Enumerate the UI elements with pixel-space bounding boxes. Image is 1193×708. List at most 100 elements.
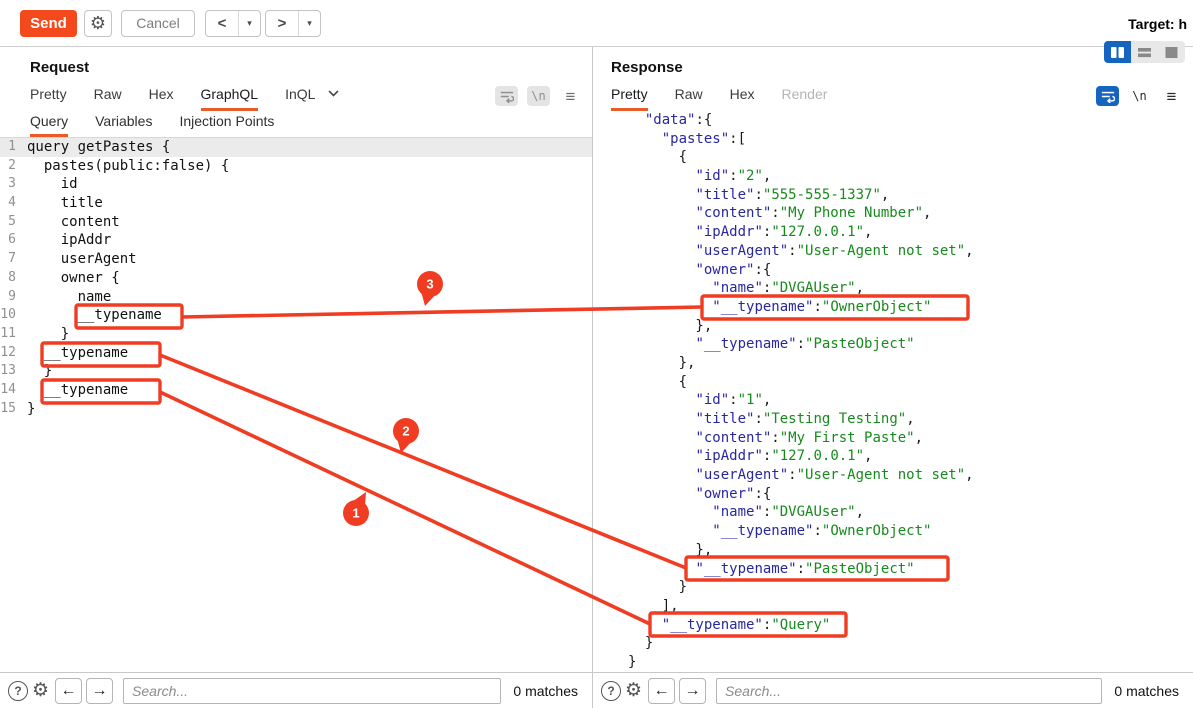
history-back-split-button: < ▾ (205, 9, 261, 37)
response-code-line: "userAgent":"User-Agent not set", (695, 242, 974, 259)
help-icon[interactable]: ? (8, 680, 28, 701)
layout-rows-button[interactable] (1131, 41, 1158, 63)
request-panel: Request Pretty Raw Hex GraphQL InQL \n ≡ (0, 47, 593, 672)
soft-wrap-icon[interactable] (1096, 86, 1119, 106)
response-code-line: "name":"DVGAUser", (712, 280, 865, 297)
tab-request-graphql[interactable]: GraphQL (200, 86, 259, 111)
request-code-line: 9 name (8, 288, 112, 305)
tab-request-pretty[interactable]: Pretty (30, 86, 67, 102)
response-code-line: ], (628, 597, 679, 614)
request-code-line: 13 } (0, 363, 53, 380)
response-code-line: }, (628, 354, 696, 371)
view-layout-switch (1104, 41, 1185, 63)
show-newlines-icon[interactable]: \n (1132, 89, 1147, 103)
search-bars: ? ⚙ ← → 0 matches ? ⚙ ← → 0 matches (0, 672, 1193, 708)
response-code-line: "title":"Testing Testing", (695, 411, 915, 427)
response-search-bar: ? ⚙ ← → 0 matches (593, 673, 1193, 708)
request-match-count: 0 matches (513, 682, 578, 699)
subtab-variables[interactable]: Variables (95, 113, 153, 129)
layout-columns-button[interactable] (1104, 41, 1131, 63)
gear-icon: ⚙ (89, 12, 107, 33)
editor-menu-icon[interactable]: ≡ (1166, 86, 1177, 106)
request-code-line: 5 content (8, 213, 120, 230)
request-search-input[interactable] (123, 677, 502, 704)
cancel-button[interactable]: Cancel (121, 9, 195, 37)
tab-response-pretty[interactable]: Pretty (611, 86, 648, 111)
search-settings-gear-icon[interactable]: ⚙ (625, 680, 643, 701)
tab-request-inql[interactable]: InQL (285, 86, 316, 102)
response-code-line: }, (628, 317, 713, 334)
request-header: Request (0, 47, 592, 83)
request-code-line: 6 ipAddr (8, 232, 112, 249)
rows-layout-icon (1138, 47, 1151, 57)
response-code-line: { (628, 149, 688, 166)
send-button[interactable]: Send (20, 9, 77, 37)
search-prev-button[interactable]: ← (55, 677, 83, 704)
search-settings-gear-icon[interactable]: ⚙ (32, 680, 50, 701)
history-back-dropdown[interactable]: ▾ (238, 10, 260, 36)
request-code-line: 11 } (0, 325, 70, 342)
response-search-input[interactable] (716, 677, 1103, 704)
tab-response-raw[interactable]: Raw (674, 86, 703, 102)
editor-menu-icon[interactable]: ≡ (565, 86, 576, 106)
response-code-line: "__typename":"Query" (661, 616, 831, 633)
request-title: Request (30, 59, 90, 76)
history-forward-dropdown[interactable]: ▾ (298, 10, 320, 36)
request-editor-icons: \n ≡ (495, 86, 582, 106)
history-forward-split-button: > ▾ (265, 9, 321, 37)
request-code-line: 12 __typename (0, 344, 129, 361)
tabs-overflow-dropdown[interactable] (328, 84, 340, 111)
response-panel: Response Pretty Raw Hex Render (593, 41, 1193, 672)
tab-request-raw[interactable]: Raw (93, 86, 122, 102)
toolbar: Send ⚙ Cancel < ▾ > ▾ Target: h (0, 0, 1193, 47)
response-code-line: "content":"My First Paste", (695, 429, 924, 446)
response-title: Response (611, 59, 683, 76)
layout-single-button[interactable] (1158, 41, 1185, 63)
history-forward-button[interactable]: > (277, 14, 287, 32)
response-header: Response (593, 41, 1193, 83)
columns-layout-icon (1111, 46, 1124, 58)
show-newlines-icon[interactable]: \n (527, 86, 550, 106)
request-code-line: 14 __typename (0, 381, 129, 398)
response-code-line: }, (628, 541, 713, 558)
soft-wrap-icon[interactable] (495, 86, 518, 106)
response-match-count: 0 matches (1114, 682, 1179, 699)
response-code-line: "__typename":"PasteObject" (695, 560, 915, 577)
search-next-button[interactable]: → (679, 677, 707, 704)
search-prev-button[interactable]: ← (648, 677, 676, 704)
request-code-line: 15} (0, 400, 36, 417)
response-code-line: "__typename":"PasteObject" (695, 336, 915, 353)
tab-response-render[interactable]: Render (781, 86, 828, 102)
single-layout-icon (1165, 46, 1178, 58)
subtab-query[interactable]: Query (30, 113, 69, 137)
search-next-button[interactable]: → (86, 677, 114, 704)
response-code-line: } (628, 579, 688, 596)
response-code-viewer[interactable]: "data":{ "pastes":[ { "id":"2", "title":… (593, 111, 1193, 672)
caret-down-icon: ▾ (247, 17, 252, 28)
response-code-line: "id":"2", (695, 168, 772, 185)
response-code-line: "name":"DVGAUser", (712, 504, 865, 521)
response-code-line: "ipAddr":"127.0.0.1", (695, 224, 873, 241)
response-code-line: "owner":{ (695, 485, 772, 502)
response-code-line: "__typename":"OwnerObject" (712, 523, 932, 540)
response-code-line: "id":"1", (695, 392, 772, 409)
subtab-injection-points[interactable]: Injection Points (179, 113, 275, 129)
history-back-button[interactable]: < (217, 14, 227, 32)
response-tabs: Pretty Raw Hex Render \n ≡ (593, 83, 1193, 111)
help-icon[interactable]: ? (601, 680, 621, 701)
settings-gear-button[interactable]: ⚙ (84, 9, 112, 37)
response-code-line: "ipAddr":"127.0.0.1", (695, 448, 873, 465)
request-code-line: 8 owner { (8, 269, 120, 286)
request-code-line: 2 pastes(public:false) { (8, 157, 230, 174)
target-label: Target: h (1128, 16, 1187, 32)
tab-response-hex[interactable]: Hex (729, 86, 755, 102)
tab-request-hex[interactable]: Hex (148, 86, 174, 102)
response-code-line: } (628, 635, 654, 652)
chevron-down-icon (328, 90, 340, 97)
response-code-line: "userAgent":"User-Agent not set", (695, 467, 974, 484)
caret-down-icon: ▾ (307, 17, 312, 28)
response-code-line: "__typename":"OwnerObject" (712, 298, 932, 315)
